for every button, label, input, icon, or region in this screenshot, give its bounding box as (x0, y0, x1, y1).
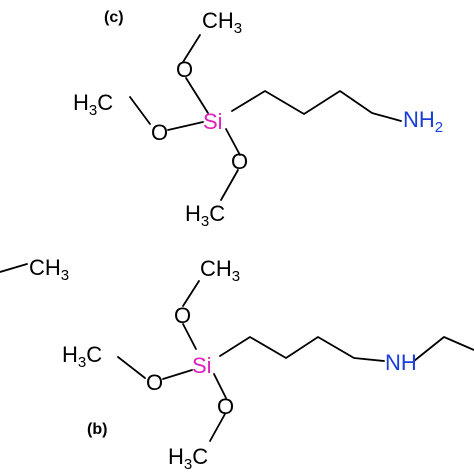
panel-c-label: (c) (104, 9, 124, 26)
oxygen-atom-bottom-c: O (231, 149, 248, 174)
panel-b-label: (b) (87, 421, 107, 438)
ch3-group-top-b: CH3 (200, 256, 240, 285)
bond-o-h3c-bottom-b (209, 413, 226, 442)
bond-h3c-o-left-b (117, 356, 146, 379)
bond-o-h3c-bottom-c (220, 169, 239, 201)
bond-ch3-o-top-b (182, 280, 200, 307)
oxygen-atom-left-c: O (151, 120, 168, 145)
amine-group-c: NH2 (403, 107, 443, 136)
h3c-group-left-c: H3C (73, 90, 113, 119)
h3c-group-left-b: H3C (62, 342, 102, 371)
bond-propyl-chain-c (231, 90, 402, 122)
bond-edge-fragment-b (0, 263, 28, 273)
bond-ethyl-chain-b (413, 336, 474, 362)
bond-o-si-left-c (167, 121, 204, 131)
ch3-group-top-c: CH3 (202, 8, 242, 37)
secondary-amine-group-b: NH (385, 350, 417, 375)
oxygen-atom-bottom-b: O (217, 394, 234, 419)
bond-ch3-o-top-c (182, 34, 201, 63)
h3c-group-bottom-b: H3C (168, 444, 208, 473)
oxygen-atom-left-b: O (146, 370, 163, 395)
bond-si-o-bottom-b (213, 373, 227, 399)
bond-o-si-top-c (185, 77, 209, 114)
bond-o-si-top-b (182, 323, 197, 350)
bond-h3c-o-left-c (129, 96, 151, 125)
silicon-atom-c: Si (203, 109, 223, 134)
panel-c: (c) CH3 O H3C O Si O H3C NH2 (73, 8, 443, 230)
h3c-group-bottom-c: H3C (185, 201, 225, 230)
oxygen-atom-top-b: O (174, 303, 191, 328)
bond-o-si-left-b (162, 369, 193, 380)
silicon-atom-b: Si (192, 353, 212, 378)
bond-si-o-bottom-c (225, 128, 241, 156)
panel-b: CH3 CH3 O H3C O Si O H3C NH (b) (0, 255, 474, 473)
bond-propyl-chain-b (219, 336, 385, 362)
ch3-group-edge-b: CH3 (29, 255, 69, 284)
oxygen-atom-top-c: O (176, 57, 193, 82)
